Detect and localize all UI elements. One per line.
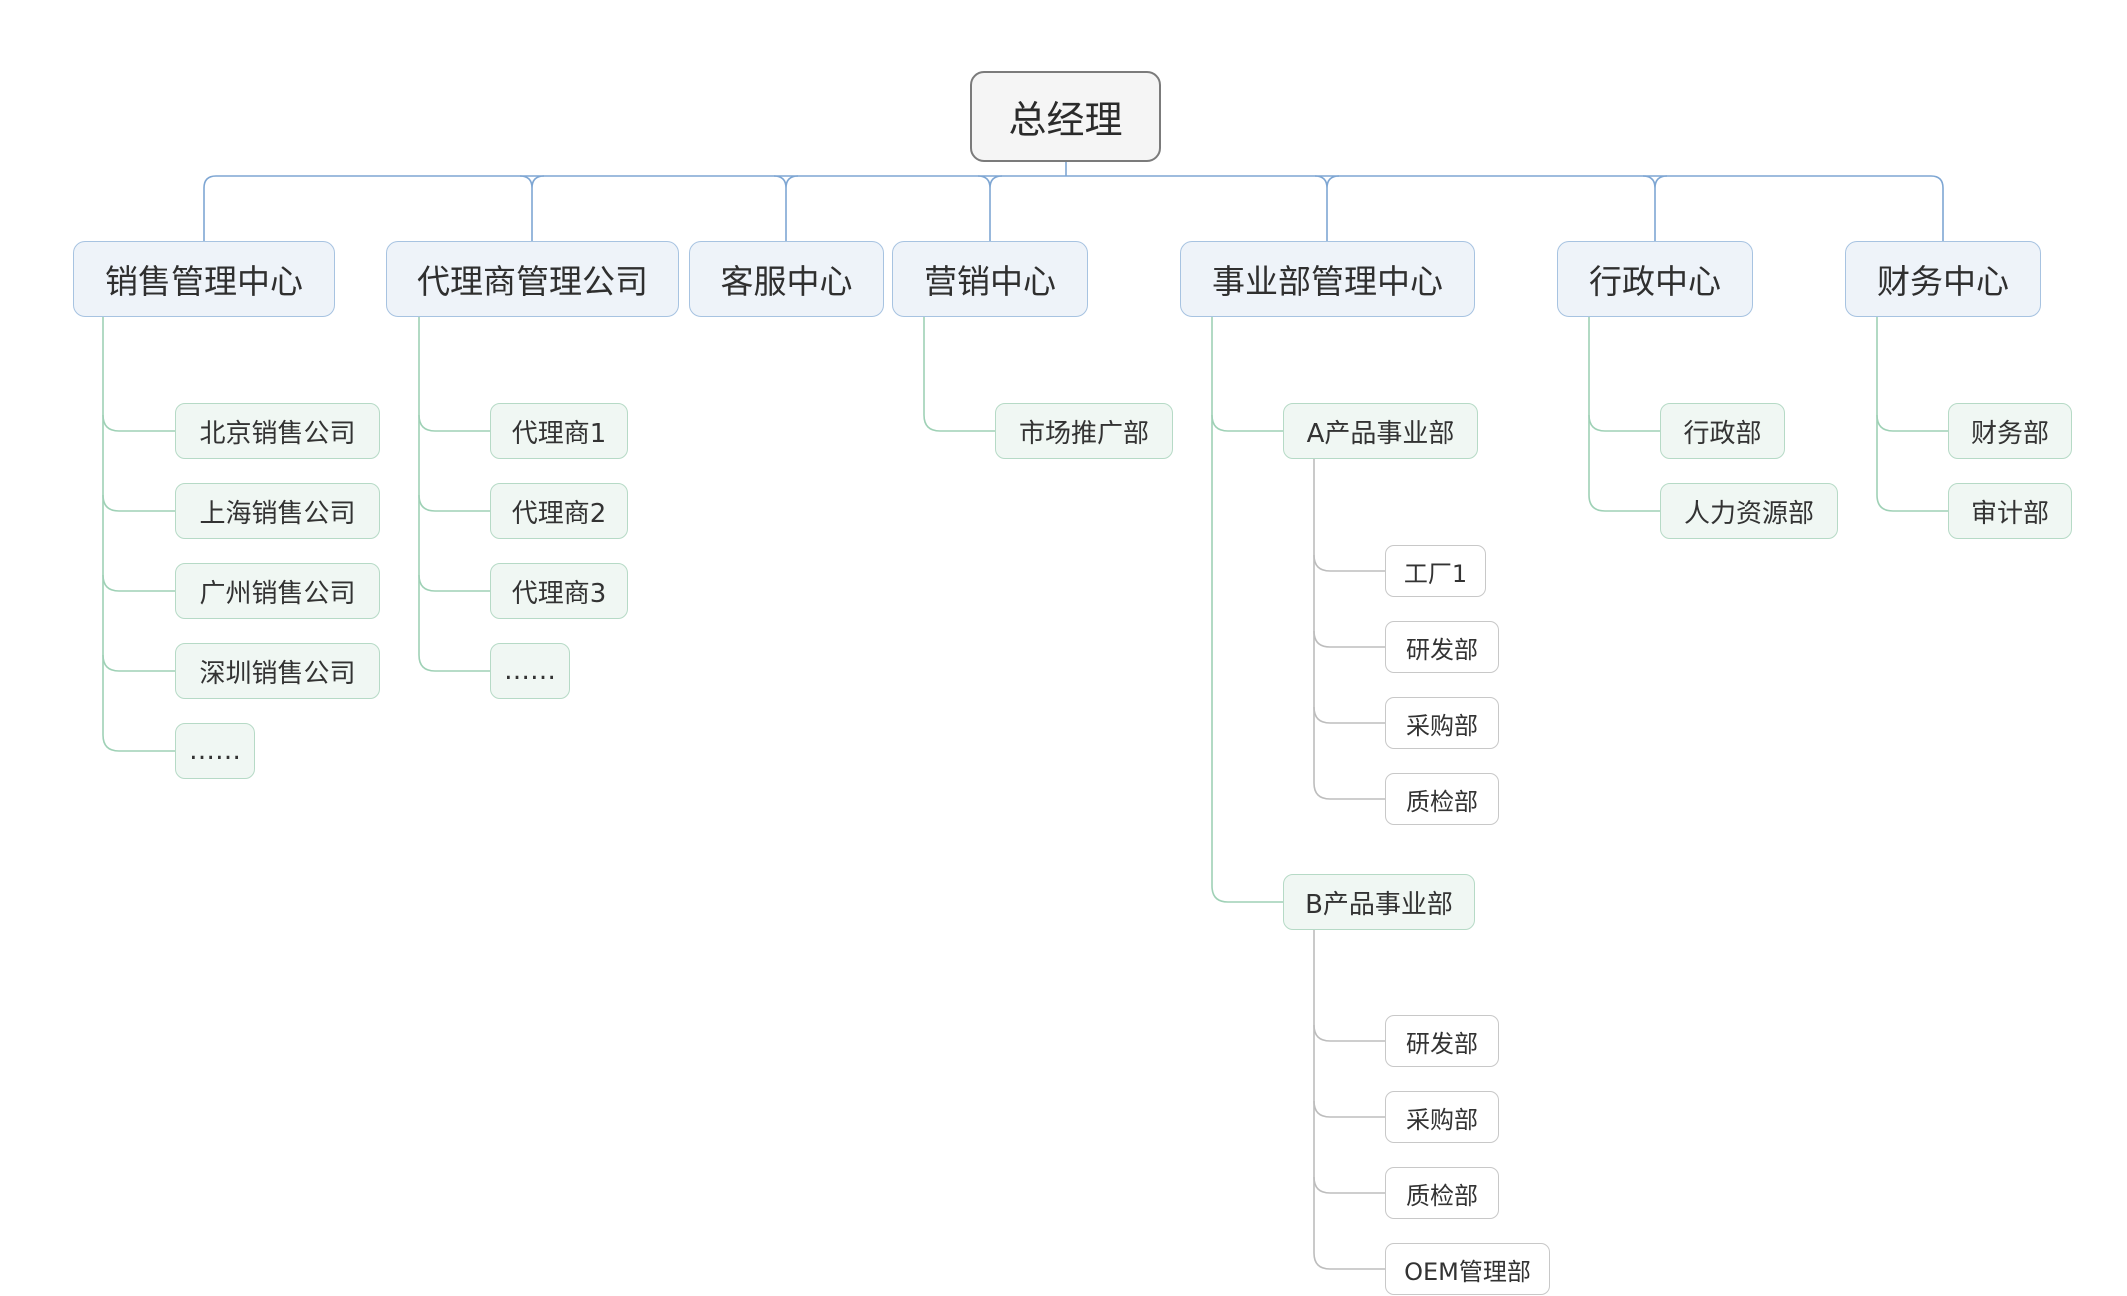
node-label: OEM管理部	[1404, 1257, 1531, 1286]
connector-to-department	[1930, 175, 1944, 241]
node-label: 北京销售公司	[199, 418, 356, 449]
node-customer-service-center[interactable]: 客服中心	[689, 241, 884, 317]
connector-business-units-elbow	[1211, 414, 1283, 432]
node-a-purchasing-dept[interactable]: 采购部	[1385, 697, 1499, 749]
node-label: 深圳销售公司	[199, 658, 356, 689]
connector-product-a-elbow	[1313, 782, 1385, 800]
node-label: 销售管理中心	[105, 262, 303, 301]
connector-product-a-elbow	[1313, 630, 1385, 648]
node-label: 工厂1	[1403, 559, 1468, 588]
node-label: 财务中心	[1877, 262, 2009, 301]
node-product-b-division[interactable]: B产品事业部	[1283, 874, 1475, 930]
connector-product-b-elbow	[1313, 1176, 1385, 1194]
node-marketing-center[interactable]: 营销中心	[892, 241, 1088, 317]
node-b-rd-dept[interactable]: 研发部	[1385, 1015, 1499, 1067]
node-admin-dept[interactable]: 行政部	[1660, 403, 1785, 459]
node-label: 行政部	[1683, 418, 1762, 449]
connector-product-b-elbow	[1313, 1252, 1385, 1270]
node-a-quality-dept[interactable]: 质检部	[1385, 773, 1499, 825]
node-finance-dept[interactable]: 财务部	[1948, 403, 2072, 459]
node-b-purchasing-dept[interactable]: 采购部	[1385, 1091, 1499, 1143]
node-label: 研发部	[1406, 635, 1478, 664]
node-label: 代理商3	[511, 578, 607, 609]
connector-finance-elbow	[1876, 494, 1948, 512]
connector-agents-elbow	[418, 574, 490, 592]
node-shenzhen-sales-company[interactable]: 深圳销售公司	[175, 643, 380, 699]
connector-business-units-elbow	[1211, 885, 1283, 903]
connector-sales-elbow	[102, 494, 175, 512]
node-label: 事业部管理中心	[1212, 262, 1443, 301]
connector-sales-elbow	[102, 734, 175, 752]
node-label: 质检部	[1406, 787, 1478, 816]
connector-sales-elbow	[102, 574, 175, 592]
connector-to-department	[773, 175, 799, 241]
node-market-promotion-dept[interactable]: 市场推广部	[995, 403, 1173, 459]
node-label: 采购部	[1406, 711, 1478, 740]
node-b-quality-dept[interactable]: 质检部	[1385, 1167, 1499, 1219]
node-label: 客服中心	[720, 262, 853, 301]
connector-product-a-elbow	[1313, 706, 1385, 724]
node-label: 审计部	[1970, 498, 2049, 529]
node-b-oem-dept[interactable]: OEM管理部	[1385, 1243, 1550, 1295]
node-label: 采购部	[1406, 1105, 1478, 1134]
connector-sales-elbow	[102, 414, 175, 432]
node-label: 广州销售公司	[199, 578, 356, 609]
node-label: 市场推广部	[1018, 418, 1149, 449]
node-audit-dept[interactable]: 审计部	[1948, 483, 2072, 539]
node-label: 财务部	[1970, 418, 2049, 449]
node-agent-more[interactable]: ……	[490, 643, 570, 699]
node-a-rd-dept[interactable]: 研发部	[1385, 621, 1499, 673]
node-product-a-division[interactable]: A产品事业部	[1283, 403, 1478, 459]
connector-to-department	[519, 175, 545, 241]
connector-sales-elbow	[102, 654, 175, 672]
node-label: 总经理	[1008, 98, 1123, 142]
node-label: 上海销售公司	[199, 498, 356, 529]
node-sales-management-center[interactable]: 销售管理中心	[73, 241, 335, 317]
node-agent-2[interactable]: 代理商2	[490, 483, 628, 539]
node-root-general-manager[interactable]: 总经理	[970, 71, 1161, 162]
connector-product-a-elbow	[1313, 554, 1385, 572]
connector-finance-elbow	[1876, 414, 1948, 432]
connector-to-department	[1642, 175, 1668, 241]
node-beijing-sales-company[interactable]: 北京销售公司	[175, 403, 380, 459]
node-sales-more[interactable]: ……	[175, 723, 255, 779]
node-finance-center[interactable]: 财务中心	[1845, 241, 2041, 317]
node-administration-center[interactable]: 行政中心	[1557, 241, 1753, 317]
connector-agents-elbow	[418, 494, 490, 512]
connector-administration-elbow	[1588, 494, 1660, 512]
node-label: ……	[504, 656, 556, 686]
node-label: 行政中心	[1589, 262, 1721, 301]
node-shanghai-sales-company[interactable]: 上海销售公司	[175, 483, 380, 539]
node-label: A产品事业部	[1306, 418, 1455, 449]
node-a-factory-1[interactable]: 工厂1	[1385, 545, 1486, 597]
connector-administration-elbow	[1588, 414, 1660, 432]
connector-agents-elbow	[418, 654, 490, 672]
node-agent-3[interactable]: 代理商3	[490, 563, 628, 619]
connector-to-department	[977, 175, 1003, 241]
node-label: B产品事业部	[1305, 889, 1453, 920]
connector-to-department	[1314, 175, 1340, 241]
node-label: 代理商1	[511, 418, 607, 449]
connector-to-department	[203, 175, 217, 241]
node-label: 代理商2	[511, 498, 607, 529]
connector-product-b-elbow	[1313, 1100, 1385, 1118]
node-agent-management-company[interactable]: 代理商管理公司	[386, 241, 679, 317]
connector-product-b-elbow	[1313, 1024, 1385, 1042]
node-label: 质检部	[1406, 1181, 1478, 1210]
node-label: 研发部	[1406, 1029, 1478, 1058]
node-label: 代理商管理公司	[417, 262, 648, 301]
node-guangzhou-sales-company[interactable]: 广州销售公司	[175, 563, 380, 619]
node-agent-1[interactable]: 代理商1	[490, 403, 628, 459]
node-label: 人力资源部	[1683, 498, 1814, 529]
node-label: 营销中心	[924, 262, 1056, 301]
connector-agents-elbow	[418, 414, 490, 432]
node-hr-dept[interactable]: 人力资源部	[1660, 483, 1838, 539]
node-label: ……	[189, 736, 241, 766]
node-business-unit-management-center[interactable]: 事业部管理中心	[1180, 241, 1475, 317]
connector-marketing-elbow	[923, 414, 995, 432]
